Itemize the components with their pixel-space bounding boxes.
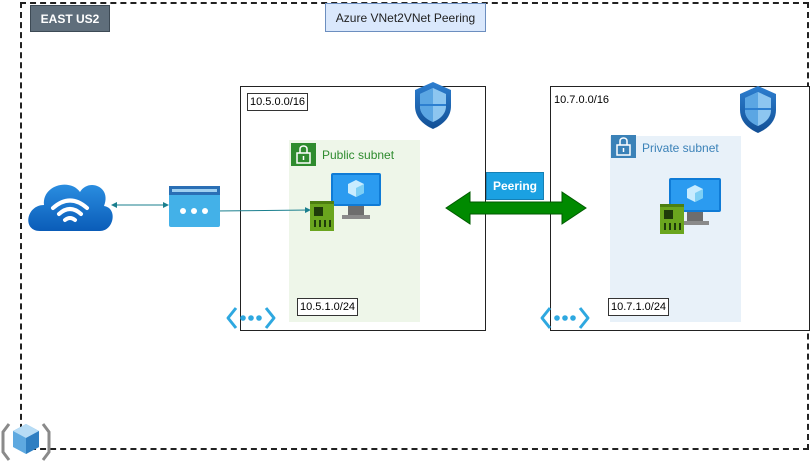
lock-icon-private [611,135,636,158]
shield-icon-left [415,82,451,129]
shield-icon-right [740,86,776,133]
lock-icon-public [291,143,316,166]
public-subnet-label: Public subnet [322,148,395,162]
gateway-vm-link [213,207,311,214]
gateway-icon [169,186,220,227]
private-subnet-label: Private subnet [642,141,719,155]
vnet-icon-left [226,307,276,329]
vnet-icon-right [540,307,590,329]
internet-cloud-icon [28,184,113,231]
private-subnet-cidr: 10.7.1.0/24 [608,298,670,316]
vnet-right-cidr: 10.7.0.0/16 [554,93,610,107]
diagram-title: Azure VNet2VNet Peering [325,3,486,32]
region-label: EAST US2 [30,5,110,32]
vm-monitor-icon-left [331,173,381,219]
vnet-left-cidr: 10.5.0.0/16 [247,93,309,111]
nic-icon-left [310,201,334,231]
public-subnet-cidr: 10.5.1.0/24 [297,298,359,316]
vm-monitor-icon-right [669,178,721,225]
peering-arrow [445,191,587,225]
nic-icon-right [660,204,684,234]
resource-group-icon [1,423,51,461]
peering-label: Peering [486,172,544,200]
